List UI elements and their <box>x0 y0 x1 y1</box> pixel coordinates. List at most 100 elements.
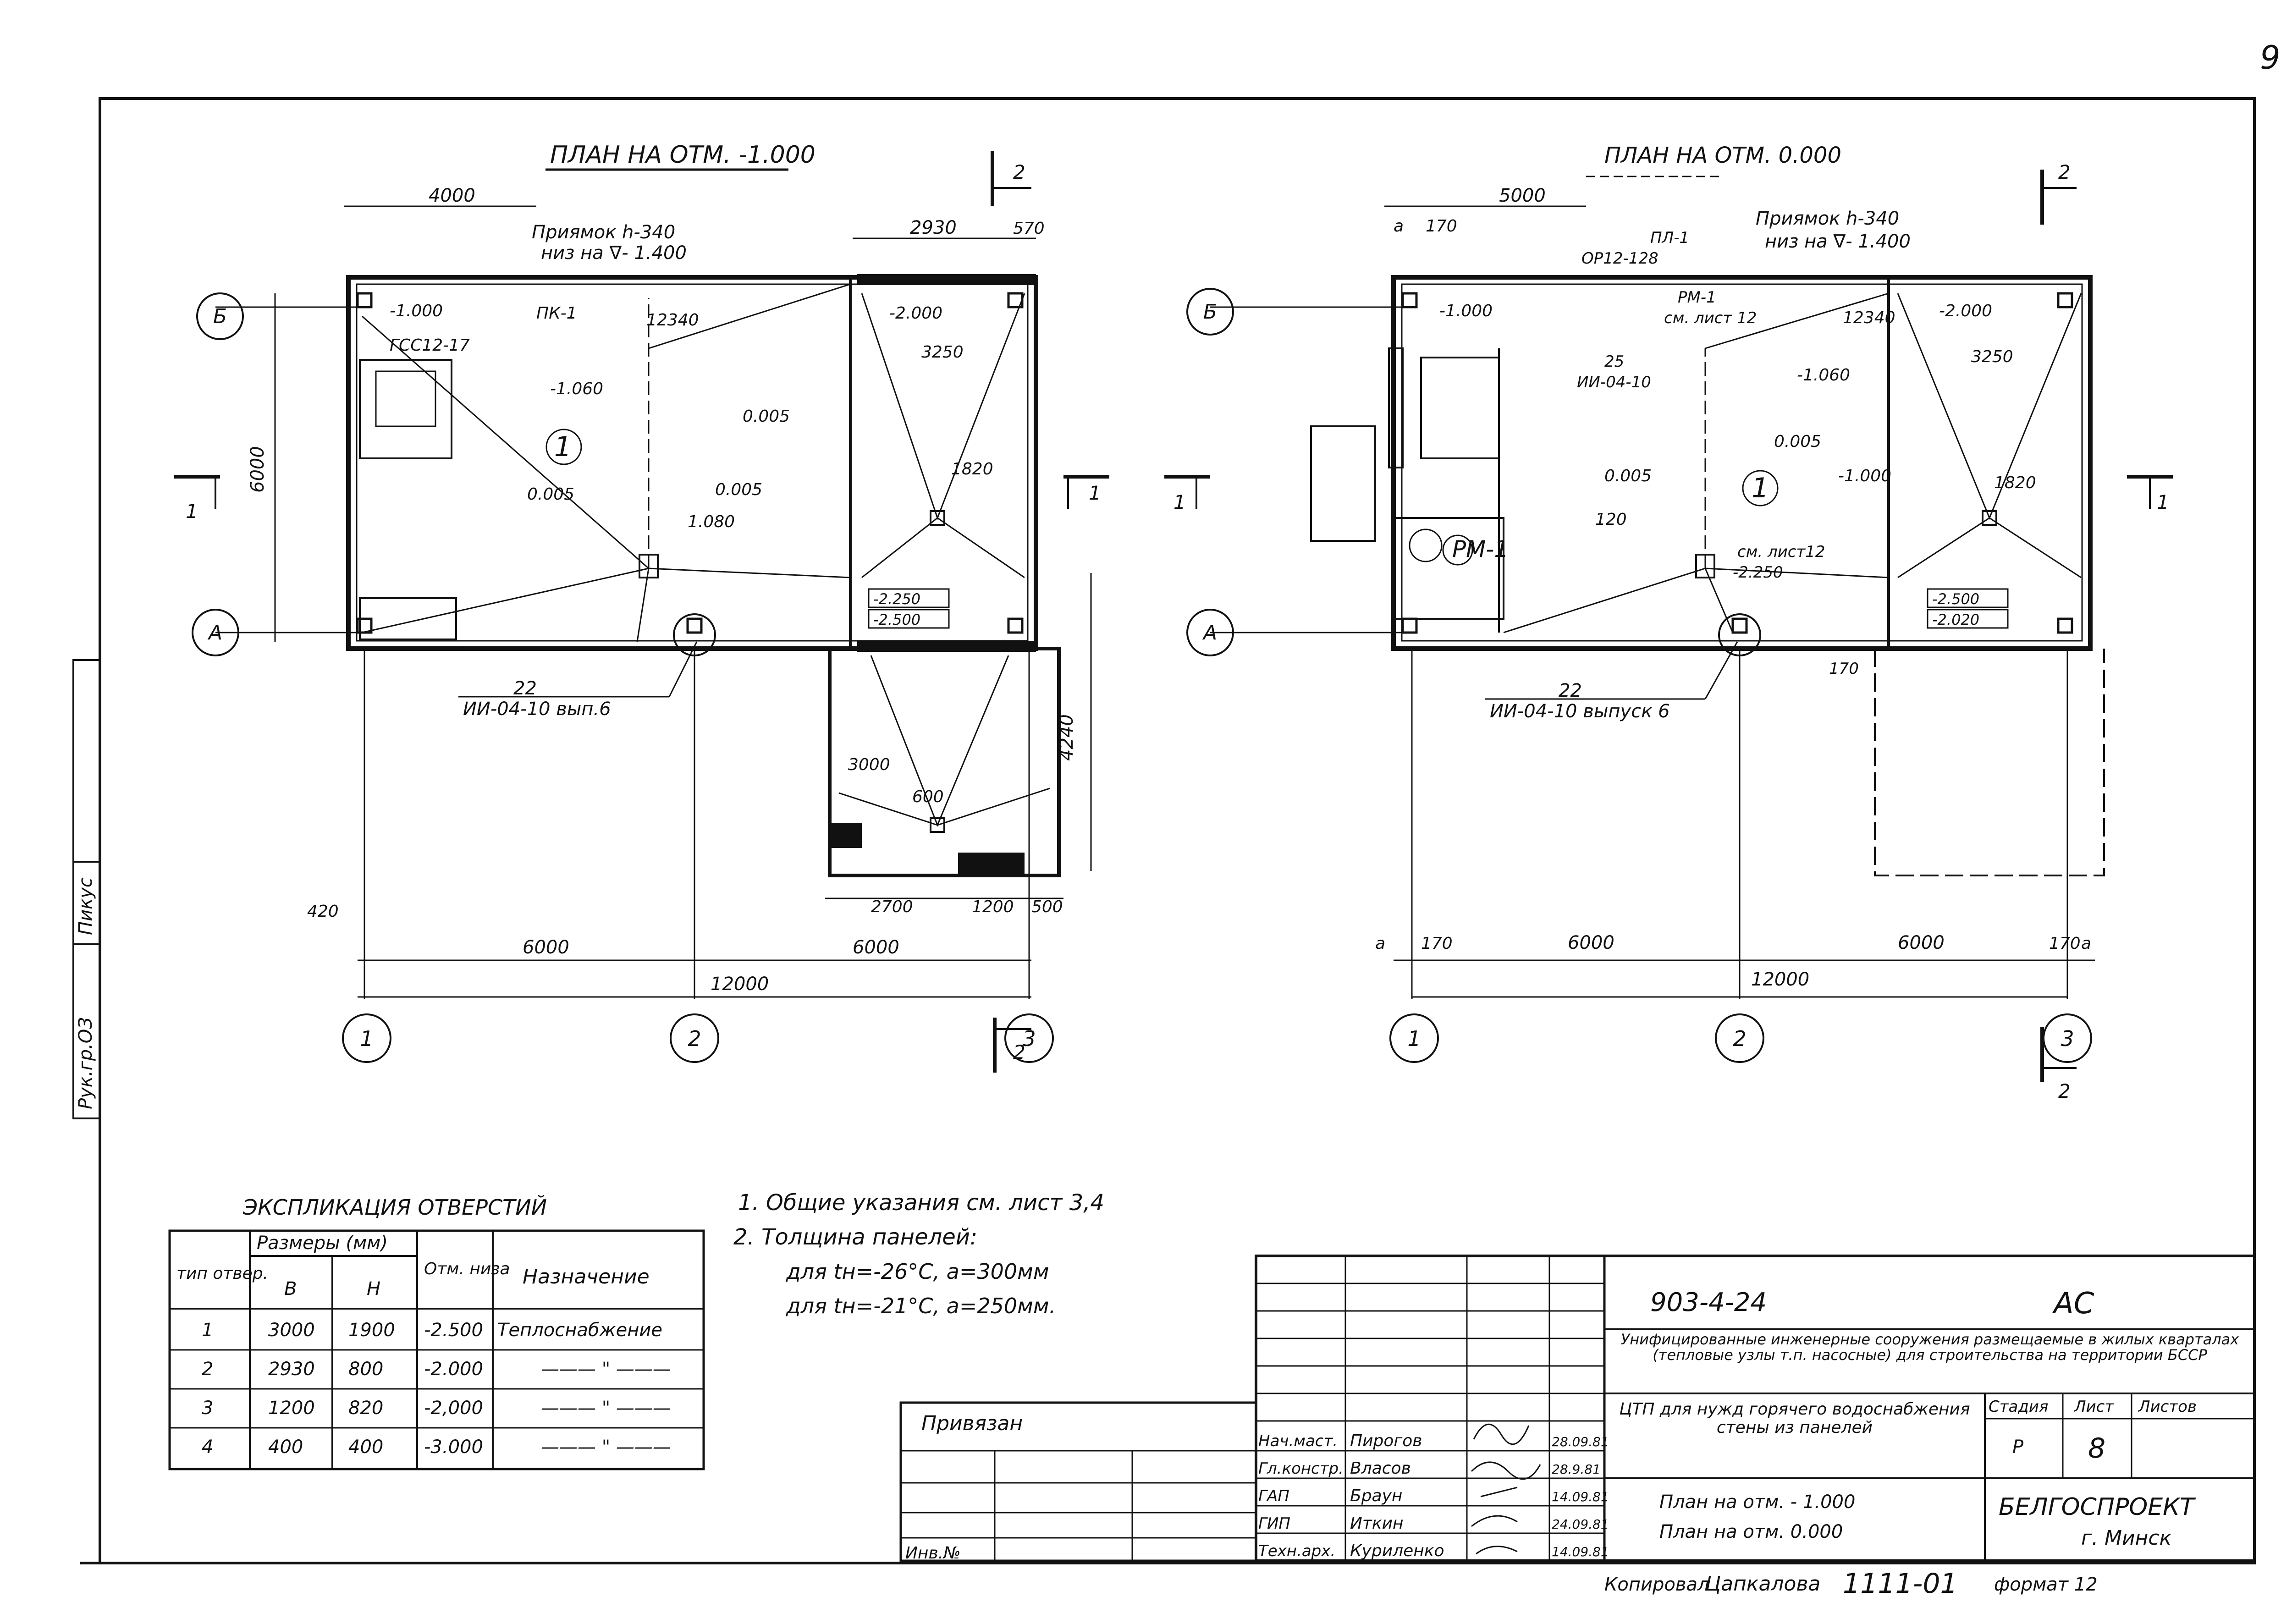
left-label-2500: -2.500 <box>873 611 920 628</box>
staff-date-1: 28.09.81 <box>1552 1434 1609 1449</box>
openings-row2-mark: -2.000 <box>424 1359 483 1380</box>
openings-row1-h: 1900 <box>348 1320 395 1341</box>
staff-name-1: Пирогов <box>1350 1431 1422 1450</box>
right-dim-6000-b: 6000 <box>1898 932 1945 953</box>
right-dim-170-l: 170 <box>1421 934 1453 953</box>
right-label-25: 25 <box>1604 352 1624 371</box>
right-dim-a: а <box>1394 217 1404 236</box>
left-plan-outline <box>346 275 1038 651</box>
right-axis-b: Б <box>1203 300 1217 324</box>
left-section-1b: 1 <box>1089 482 1101 504</box>
staff-role-2: Гл.констр. <box>1258 1459 1344 1478</box>
left-label-mark3: 0.005 <box>743 407 790 426</box>
left-dim-1500: 3000 <box>848 755 890 774</box>
openings-row2-h: 800 <box>348 1359 383 1380</box>
right-label-or: ОР12-128 <box>1581 249 1658 268</box>
right-section-2b: 2 <box>2058 1080 2071 1102</box>
openings-row3-purpose: ——— " ——— <box>541 1398 671 1419</box>
right-label-rm2: см. лист12 <box>1737 543 1825 561</box>
right-section-2a: 2 <box>2058 161 2071 183</box>
right-room-2: РМ-1 <box>1452 536 1509 562</box>
title-stage: Р <box>2012 1437 2024 1458</box>
left-plan-annex <box>828 647 1061 877</box>
left-plan: ПЛАН НА ОТМ. -1.000 <box>174 141 1109 1073</box>
left-axis-b: Б <box>213 305 227 328</box>
right-dim-170: 170 <box>1426 217 1457 236</box>
right-section-1b: 1 <box>2157 491 2169 513</box>
staff-date-4: 24.09.81 <box>1552 1517 1609 1532</box>
openings-row1-mark: -2.500 <box>424 1320 483 1341</box>
openings-row1-purpose: Теплоснабжение <box>497 1320 662 1341</box>
right-label-2250: -2.500 <box>1932 590 1979 608</box>
footer-copier: Цапкалова <box>1705 1572 1820 1596</box>
left-label-1080: 1.080 <box>688 512 735 531</box>
openings-row2-type: 2 <box>202 1359 213 1380</box>
opening-type-3 <box>958 853 1025 875</box>
right-pipe-number: 22 <box>1559 680 1582 701</box>
left-pipe-number: 22 <box>513 678 537 699</box>
openings-row4-mark: -3.000 <box>424 1437 483 1458</box>
title-code: 903-4-24 <box>1650 1288 1767 1317</box>
title-sheets-header: Листов <box>2138 1398 2197 1416</box>
left-label-mark2: -1.060 <box>550 380 603 398</box>
staff-role-4: ГИП <box>1258 1514 1290 1533</box>
right-label-2000: -2.000 <box>1939 302 1992 320</box>
right-label-rm: РМ-1 <box>1678 288 1716 307</box>
note-4: для tн=-21°С, а=250мм. <box>786 1294 1056 1318</box>
left-dim-2700: 2700 <box>871 897 913 916</box>
openings-row3-type: 3 <box>202 1398 213 1419</box>
staff-date-3: 14.09.81 <box>1552 1489 1609 1504</box>
right-label-1080: 120 <box>1595 510 1627 529</box>
footer: Копировал Цапкалова 1111-01 формат 12 <box>1604 1568 2098 1600</box>
left-label-1820: 1820 <box>951 460 993 479</box>
openings-row3-mark: -2,000 <box>424 1398 483 1419</box>
title-city: г. Минск <box>2081 1526 2172 1550</box>
left-dim-1200: 1200 <box>972 897 1014 916</box>
left-label-2250: -2.250 <box>873 590 920 608</box>
openings-row1-type: 1 <box>202 1320 213 1341</box>
footer-copied: Копировал <box>1604 1574 1709 1595</box>
right-axis-a: А <box>1202 621 1217 644</box>
openings-row1-b: 3000 <box>268 1320 315 1341</box>
title-stage-header: Стадия <box>1989 1398 2048 1416</box>
note-3: для tн=-26°С, а=300мм <box>786 1259 1049 1284</box>
right-plan-stair <box>1420 357 1500 459</box>
title-project-fo: Унифицированные инженерные сооружения ра… <box>1621 1332 2239 1363</box>
left-plan-title: ПЛАН НА ОТМ. -1.000 <box>550 141 815 169</box>
staff-role-3: ГАП <box>1258 1487 1289 1505</box>
openings-header-type: тип отвер. <box>176 1264 268 1283</box>
left-dim-2930: 2930 <box>910 217 957 238</box>
openings-row3-b: 1200 <box>268 1398 315 1419</box>
side-stamp-role: Рук.гр.ОЗ <box>75 1017 96 1109</box>
left-label-slope2: 0.005 <box>715 480 762 499</box>
left-axis-a: А <box>207 621 222 644</box>
left-plan-stair <box>359 359 452 459</box>
right-label-pl: ПЛ-1 <box>1650 229 1689 247</box>
left-section-2a: 2 <box>1013 161 1025 183</box>
left-dim-4240: 4240 <box>1056 714 1077 761</box>
left-dim-3000: 600 <box>912 787 944 806</box>
openings-row4-purpose: ——— " ——— <box>541 1437 671 1458</box>
openings-row4-type: 4 <box>202 1437 213 1458</box>
right-room-number: 1 <box>1752 472 1769 504</box>
right-label-sheet2: -2.250 <box>1733 563 1783 582</box>
right-label-1060: -1.060 <box>1797 366 1850 385</box>
staff-name-4: Иткин <box>1350 1514 1404 1533</box>
right-label-slope: 0.005 <box>1604 467 1652 485</box>
left-section-1a: 1 <box>186 500 198 523</box>
staff-name-3: Браун <box>1350 1486 1402 1505</box>
openings-row4-b: 400 <box>268 1437 303 1458</box>
staff-date-5: 14.09.81 <box>1552 1544 1609 1559</box>
right-sump-bottom: низ на ∇- 1.400 <box>1765 231 1911 252</box>
left-label-gss: ГСС12-17 <box>390 336 470 355</box>
right-dim-a-l: а <box>1375 934 1385 953</box>
right-label-1820: 1820 <box>1994 473 2036 492</box>
right-plan-title: ПЛАН НА ОТМ. 0.000 <box>1604 143 1841 168</box>
title-mark: АС <box>2052 1287 2094 1321</box>
left-axis-3: 3 <box>1022 1026 1036 1051</box>
side-stamp: Рук.гр.ОЗ Пикус <box>72 659 101 1119</box>
right-dim-a-r: а <box>2081 934 2091 953</box>
title-content-2: План на отм. 0.000 <box>1659 1521 1843 1542</box>
right-label-12340: 12340 <box>1843 308 1895 327</box>
